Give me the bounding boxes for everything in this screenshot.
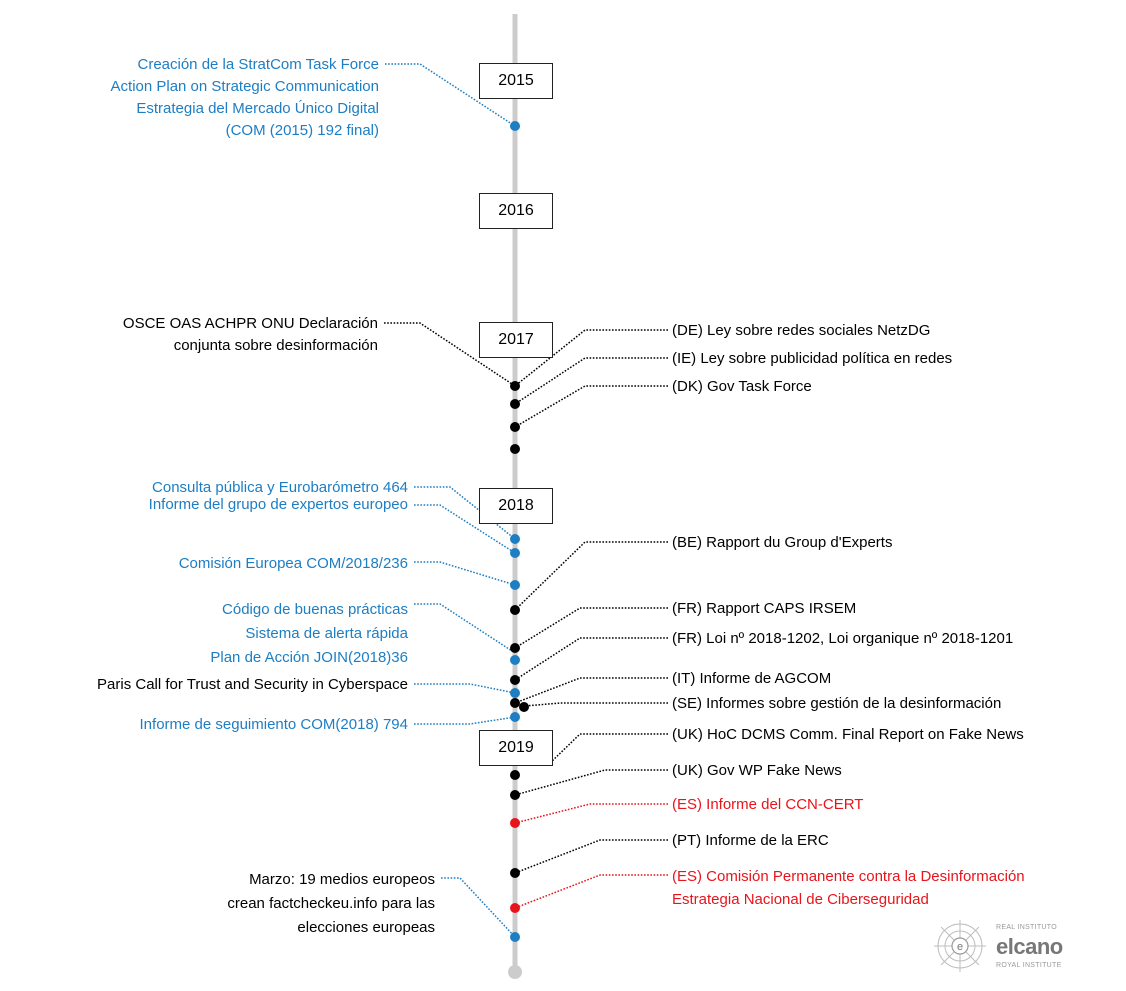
label-se: (SE) Informes sobre gestión de la desinf… <box>672 695 1002 712</box>
label-fr1: (FR) Rapport CAPS IRSEM <box>672 600 857 617</box>
event-dot-informe-grupo <box>510 548 520 558</box>
label-osce-line1: OSCE OAS ACHPR ONU Declaración <box>122 315 378 332</box>
label-marzo-line2: crean factcheckeu.info para las <box>227 895 435 912</box>
event-dot-osce <box>510 381 520 391</box>
label-consulta: Consulta pública y Eurobarómetro 464 <box>152 479 408 496</box>
label-it: (IT) Informe de AGCOM <box>672 670 832 687</box>
label-ie: (IE) Ley sobre publicidad política en re… <box>672 350 953 367</box>
year-2019: 2019 <box>479 730 553 766</box>
connector-ie <box>514 357 668 405</box>
connector-comision <box>414 561 516 586</box>
label-be: (BE) Rapport du Group d'Experts <box>672 534 893 551</box>
event-dot-es1 <box>510 818 520 828</box>
label-de: (DE) Ley sobre redes sociales NetzDG <box>672 322 931 339</box>
event-dot-es2 <box>510 903 520 913</box>
connector-it <box>514 677 668 704</box>
label-es2: (ES) Comisión Permanente contra la Desin… <box>672 865 1025 911</box>
connector-marzo <box>441 877 516 938</box>
event-dot-misc <box>510 444 520 454</box>
connector-fr1 <box>514 607 668 649</box>
label-mercado-unico: Estrategia del Mercado Único Digital <box>136 100 379 117</box>
event-dot-uk1 <box>510 770 520 780</box>
svg-text:e: e <box>957 941 963 953</box>
event-dot-consulta <box>510 534 520 544</box>
label-es2-line1: (ES) Comisión Permanente contra la Desin… <box>672 868 1025 885</box>
connector-uk1 <box>547 733 668 766</box>
label-2015-events: Creación de la StratCom Task Force Actio… <box>111 54 379 142</box>
elcano-compass-icon: e <box>934 920 986 972</box>
connector-codigo <box>414 603 516 654</box>
label-com-2015: (COM (2015) 192 final) <box>225 122 379 139</box>
label-es1: (ES) Informe del CCN-CERT <box>672 796 864 813</box>
event-dot-comision <box>510 580 520 590</box>
label-plan: Plan de Acción JOIN(2018)36 <box>210 649 408 666</box>
event-dot-it <box>510 698 520 708</box>
label-marzo-line1: Marzo: 19 medios europeos <box>249 871 435 888</box>
event-dot-fr2 <box>510 675 520 685</box>
event-dot-se <box>519 702 529 712</box>
year-2018: 2018 <box>479 488 553 524</box>
label-codigo: Código de buenas prácticas <box>222 601 408 618</box>
event-dot-paris <box>510 688 520 698</box>
elcano-logo: e REAL INSTITUTO elcano ROYAL INSTITUTE <box>932 912 1072 982</box>
connector-se <box>524 702 668 707</box>
connector-uk2 <box>514 769 668 796</box>
label-codigo-group: Código de buenas prácticas Sistema de al… <box>210 598 408 670</box>
label-fr2: (FR) Loi nº 2018-1202, Loi organique nº … <box>672 630 1014 647</box>
label-marzo-line3: elecciones europeas <box>297 919 435 936</box>
label-uk1: (UK) HoC DCMS Comm. Final Report on Fake… <box>672 726 1024 743</box>
year-2016: 2016 <box>479 193 553 229</box>
event-dot-ie <box>510 399 520 409</box>
timeline-end-marker <box>508 965 522 979</box>
label-marzo: Marzo: 19 medios europeos crean factchec… <box>227 868 435 940</box>
label-osce-line2: conjunta sobre desinformación <box>173 337 378 354</box>
event-dot-dk <box>510 422 520 432</box>
connector-es1 <box>514 803 668 824</box>
logo-brand: elcano <box>996 934 1063 959</box>
logo-small-top: REAL INSTITUTO <box>996 924 1057 931</box>
connector-informe-grupo <box>414 504 516 554</box>
label-action-plan: Action Plan on Strategic Communication <box>110 78 379 95</box>
label-es2-line2: Estrategia Nacional de Ciberseguridad <box>672 891 929 908</box>
label-sistema: Sistema de alerta rápida <box>245 625 408 642</box>
connector-pt <box>514 839 668 874</box>
label-comision: Comisión Europea COM/2018/236 <box>178 555 408 572</box>
connector-fr2 <box>514 637 668 681</box>
connector-paris <box>414 683 516 694</box>
connector-consulta <box>414 486 516 540</box>
event-dot-uk2 <box>510 790 520 800</box>
connector-es2 <box>514 874 668 909</box>
event-dot-marzo <box>510 932 520 942</box>
connector-seguimiento <box>414 716 516 725</box>
label-informe-grupo: Informe del grupo de expertos europeo <box>148 496 408 513</box>
label-dk: (DK) Gov Task Force <box>672 378 812 395</box>
label-paris: Paris Call for Trust and Security in Cyb… <box>97 676 408 693</box>
label-seguimiento: Informe de seguimiento COM(2018) 794 <box>139 716 408 733</box>
label-pt: (PT) Informe de la ERC <box>672 832 829 849</box>
year-2017: 2017 <box>479 322 553 358</box>
connector-be <box>514 541 668 611</box>
label-stratcom: Creación de la StratCom Task Force <box>137 56 380 73</box>
label-uk2: (UK) Gov WP Fake News <box>672 762 842 779</box>
connector-osce <box>384 322 516 387</box>
event-dot-codigo <box>510 655 520 665</box>
event-dot-2015 <box>510 121 520 131</box>
connector-dk <box>514 385 668 428</box>
label-osce: OSCE OAS ACHPR ONU Declaración conjunta … <box>123 313 378 357</box>
event-dot-fr1 <box>510 643 520 653</box>
year-2015: 2015 <box>479 63 553 99</box>
event-dot-pt <box>510 868 520 878</box>
logo-small-bottom: ROYAL INSTITUTE <box>996 962 1062 969</box>
event-dot-be <box>510 605 520 615</box>
event-dot-seguimiento <box>510 712 520 722</box>
